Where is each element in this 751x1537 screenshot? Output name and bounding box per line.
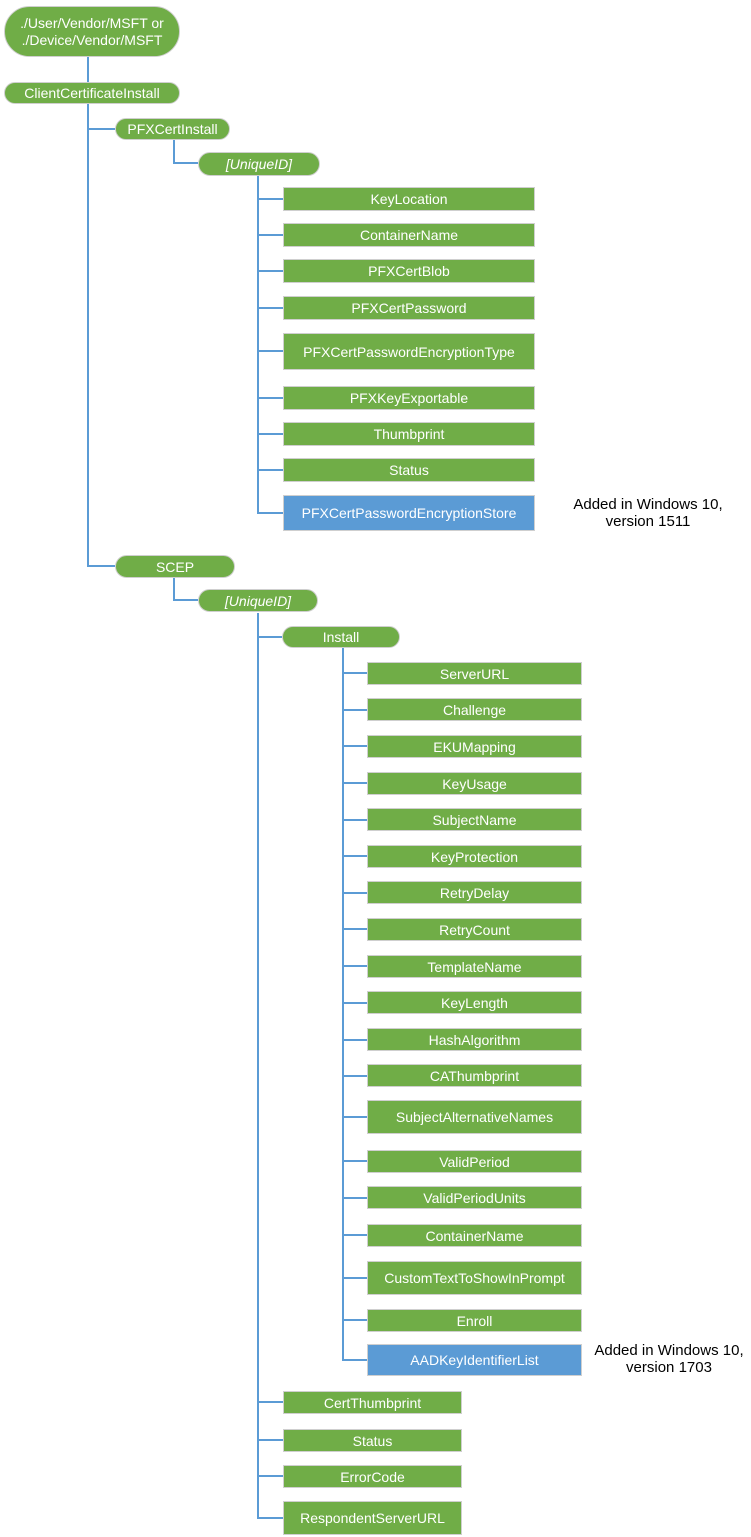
node-keylocation: KeyLocation: [283, 187, 535, 211]
node-pfxcertpassword: PFXCertPassword: [283, 296, 535, 320]
node-cathumbprint: CAThumbprint: [367, 1064, 582, 1087]
node-install: Install: [282, 626, 400, 648]
annotation-1703-line2: version 1703: [626, 1359, 712, 1376]
node-pfxcertblob: PFXCertBlob: [283, 259, 535, 283]
node-scep-uniqueid: [UniqueID]: [198, 589, 318, 612]
node-hashalgorithm: HashAlgorithm: [367, 1028, 582, 1051]
node-pfxcertinstall: PFXCertInstall: [115, 118, 230, 140]
node-scep: SCEP: [115, 555, 235, 578]
node-retrydelay: RetryDelay: [367, 881, 582, 904]
node-status-scep: Status: [283, 1429, 462, 1452]
node-certthumbprint: CertThumbprint: [283, 1391, 462, 1414]
node-challenge: Challenge: [367, 698, 582, 721]
node-keyusage: KeyUsage: [367, 772, 582, 795]
node-thumbprint: Thumbprint: [283, 422, 535, 446]
node-pfx-uniqueid: [UniqueID]: [198, 152, 320, 176]
node-root-path: ./User/Vendor/MSFT or ./Device/Vendor/MS…: [4, 6, 180, 57]
node-retrycount: RetryCount: [367, 918, 582, 941]
annotation-1511-line1: Added in Windows 10,: [573, 496, 723, 513]
node-respondentserverurl: RespondentServerURL: [283, 1501, 462, 1535]
node-pfxcertpasswordencryptionstore: PFXCertPasswordEncryptionStore: [283, 495, 535, 531]
node-aadkeyidentifierlist: AADKeyIdentifierList: [367, 1344, 582, 1376]
node-validperiod: ValidPeriod: [367, 1150, 582, 1173]
node-templatename: TemplateName: [367, 955, 582, 978]
annotation-version-1511: Added in Windows 10, version 1511: [545, 496, 751, 530]
node-errorcode: ErrorCode: [283, 1465, 462, 1488]
node-customtexttoshowinprompt: CustomTextToShowInPrompt: [367, 1261, 582, 1295]
node-validperiodunits: ValidPeriodUnits: [367, 1186, 582, 1209]
node-serverurl: ServerURL: [367, 662, 582, 685]
node-pfxcertpasswordencryptiontype: PFXCertPasswordEncryptionType: [283, 333, 535, 370]
node-keyprotection: KeyProtection: [367, 845, 582, 868]
node-clientcertificateinstall: ClientCertificateInstall: [4, 82, 180, 104]
root-path-line2: ./Device/Vendor/MSFT: [21, 31, 163, 48]
node-keylength: KeyLength: [367, 991, 582, 1014]
node-ekumapping: EKUMapping: [367, 735, 582, 758]
root-path-line1: ./User/Vendor/MSFT or: [20, 14, 164, 31]
annotation-1511-line2: version 1511: [605, 513, 691, 530]
node-enroll: Enroll: [367, 1309, 582, 1332]
node-status-pfx: Status: [283, 458, 535, 482]
node-containername-pfx: ContainerName: [283, 223, 535, 247]
annotation-1703-line1: Added in Windows 10,: [594, 1342, 744, 1359]
node-containername-scep: ContainerName: [367, 1224, 582, 1247]
node-pfxkeyexportable: PFXKeyExportable: [283, 386, 535, 410]
node-subjectalternativenames: SubjectAlternativeNames: [367, 1100, 582, 1134]
node-subjectname: SubjectName: [367, 808, 582, 831]
annotation-version-1703: Added in Windows 10, version 1703: [588, 1342, 750, 1376]
